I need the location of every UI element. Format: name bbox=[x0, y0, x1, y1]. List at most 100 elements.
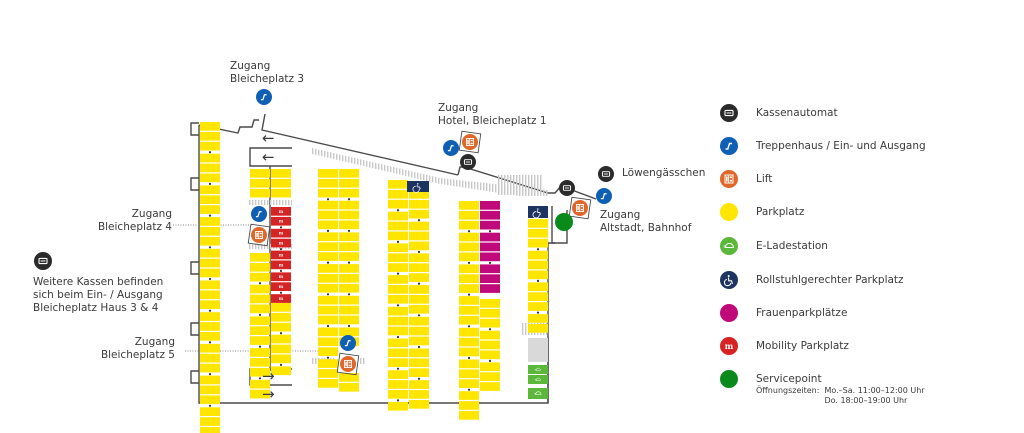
parking-spot bbox=[388, 231, 408, 241]
stairs-marker-bleicheplatz-5[interactable] bbox=[340, 335, 356, 351]
mobility-spot bbox=[271, 216, 291, 226]
stairs-marker-hotel[interactable] bbox=[443, 140, 459, 156]
parking-spot bbox=[250, 188, 270, 198]
parking-spot bbox=[250, 336, 270, 345]
parking-spot bbox=[318, 210, 338, 220]
pillar bbox=[326, 293, 330, 296]
svg-text:m: m bbox=[279, 285, 284, 290]
lift-marker-hotel[interactable] bbox=[458, 130, 482, 154]
parking-spot bbox=[318, 252, 338, 261]
parking-spot bbox=[318, 220, 338, 230]
svg-text:m: m bbox=[279, 263, 284, 268]
parking-spot bbox=[339, 252, 359, 261]
opening-hours-line: Mo.–Sa. 11:00–12:00 Uhr bbox=[824, 386, 925, 395]
parking-spot bbox=[528, 282, 548, 292]
parking-spot bbox=[409, 380, 429, 389]
legend-item: Parkplatz bbox=[720, 203, 804, 223]
women-spot bbox=[480, 274, 500, 283]
parking-spot bbox=[388, 275, 408, 284]
parking-spot bbox=[271, 178, 291, 188]
legend-item: Frauenparkplätze bbox=[720, 304, 847, 324]
service-point-icon bbox=[720, 370, 738, 388]
mobility-spot bbox=[271, 260, 291, 270]
parking-spot bbox=[339, 382, 359, 392]
legend-label: Kassenautomat bbox=[756, 107, 838, 119]
parking-spot bbox=[528, 238, 548, 248]
lift-marker-altstadt[interactable] bbox=[568, 196, 592, 220]
parking-spot bbox=[459, 379, 479, 388]
parking-spot bbox=[318, 369, 338, 378]
parking-spot bbox=[339, 295, 359, 305]
parking-spot bbox=[409, 358, 429, 368]
parking-spot bbox=[339, 373, 359, 382]
legend-label: Mobility Parkplatz bbox=[756, 340, 849, 352]
pillar bbox=[208, 214, 212, 217]
parking-spot bbox=[409, 295, 429, 304]
parking-spot bbox=[271, 169, 291, 178]
lift-marker-bleicheplatz-4[interactable] bbox=[247, 223, 271, 247]
parking-spot bbox=[409, 400, 429, 409]
lift-marker-bleicheplatz-5[interactable] bbox=[336, 352, 360, 376]
parking-spot bbox=[388, 306, 408, 316]
parking-spot bbox=[200, 268, 220, 278]
stairs-marker-altstadt[interactable] bbox=[596, 188, 612, 204]
label-line: sich beim Ein- / Ausgang bbox=[33, 289, 163, 301]
mobility-spot bbox=[271, 250, 291, 260]
parking-spot bbox=[200, 280, 220, 290]
parking-spot bbox=[409, 390, 429, 399]
legend-item: Treppenhaus / Ein- und Ausgang bbox=[720, 137, 926, 157]
label-line: Zugang bbox=[438, 102, 479, 114]
label-line: Zugang bbox=[131, 208, 172, 220]
parking-spot bbox=[388, 199, 408, 209]
pillar bbox=[279, 363, 283, 366]
label-line: Zugang bbox=[230, 60, 271, 72]
label-line: Bleicheplatz 5 bbox=[100, 349, 175, 361]
parking-spot bbox=[200, 153, 220, 163]
mobility-spot bbox=[271, 294, 291, 303]
stairs-marker-bleicheplatz-4[interactable] bbox=[251, 206, 267, 222]
women-spot bbox=[480, 201, 500, 210]
legend-label: Rollstuhlgerechter Parkplatz bbox=[756, 274, 904, 286]
parking-spot bbox=[409, 253, 429, 263]
pillar bbox=[347, 293, 351, 296]
parking-spot bbox=[200, 205, 220, 214]
parking-spot bbox=[459, 284, 479, 293]
cash-machine-marker-altstadt[interactable] bbox=[559, 180, 575, 196]
parking-spot bbox=[250, 389, 270, 399]
women-spot bbox=[480, 220, 500, 230]
pillar bbox=[279, 332, 283, 335]
parking-spot bbox=[318, 305, 338, 315]
parking-spot bbox=[200, 185, 220, 195]
parking-spot bbox=[318, 295, 338, 305]
label-zugang-hotel: Zugang Hotel, Bleicheplatz 1 bbox=[438, 102, 547, 128]
cash-machine-marker-loewengaesschen[interactable] bbox=[598, 166, 614, 182]
parking-spot bbox=[339, 274, 359, 283]
ev-charging-spot bbox=[528, 388, 548, 399]
pillar bbox=[326, 261, 330, 264]
cash-machine-marker-hotel[interactable] bbox=[460, 154, 476, 170]
parking-spot bbox=[339, 327, 359, 337]
parking-spot bbox=[459, 232, 479, 242]
cash-machine-icon bbox=[720, 104, 738, 122]
pillar bbox=[417, 282, 421, 285]
pillar bbox=[396, 304, 400, 307]
parking-spot bbox=[480, 382, 500, 391]
cash-machine-marker-note[interactable] bbox=[34, 252, 52, 270]
parking-spot bbox=[200, 363, 220, 373]
parking-spot bbox=[388, 294, 408, 304]
service-point-marker[interactable] bbox=[555, 213, 573, 231]
stairs-marker-bleicheplatz-3[interactable] bbox=[256, 89, 272, 105]
parking-spot bbox=[250, 262, 270, 272]
pillar bbox=[488, 328, 492, 331]
pillar bbox=[488, 359, 492, 362]
parking-spot bbox=[459, 242, 479, 252]
parking-spot bbox=[480, 362, 500, 372]
parking-spot bbox=[480, 350, 500, 360]
parking-spot bbox=[250, 178, 270, 188]
pillar bbox=[467, 261, 471, 264]
parking-spot bbox=[318, 337, 338, 347]
parking-spot bbox=[200, 427, 220, 433]
pillar bbox=[279, 226, 283, 229]
legend-item: Rollstuhlgerechter Parkplatz bbox=[720, 271, 904, 291]
